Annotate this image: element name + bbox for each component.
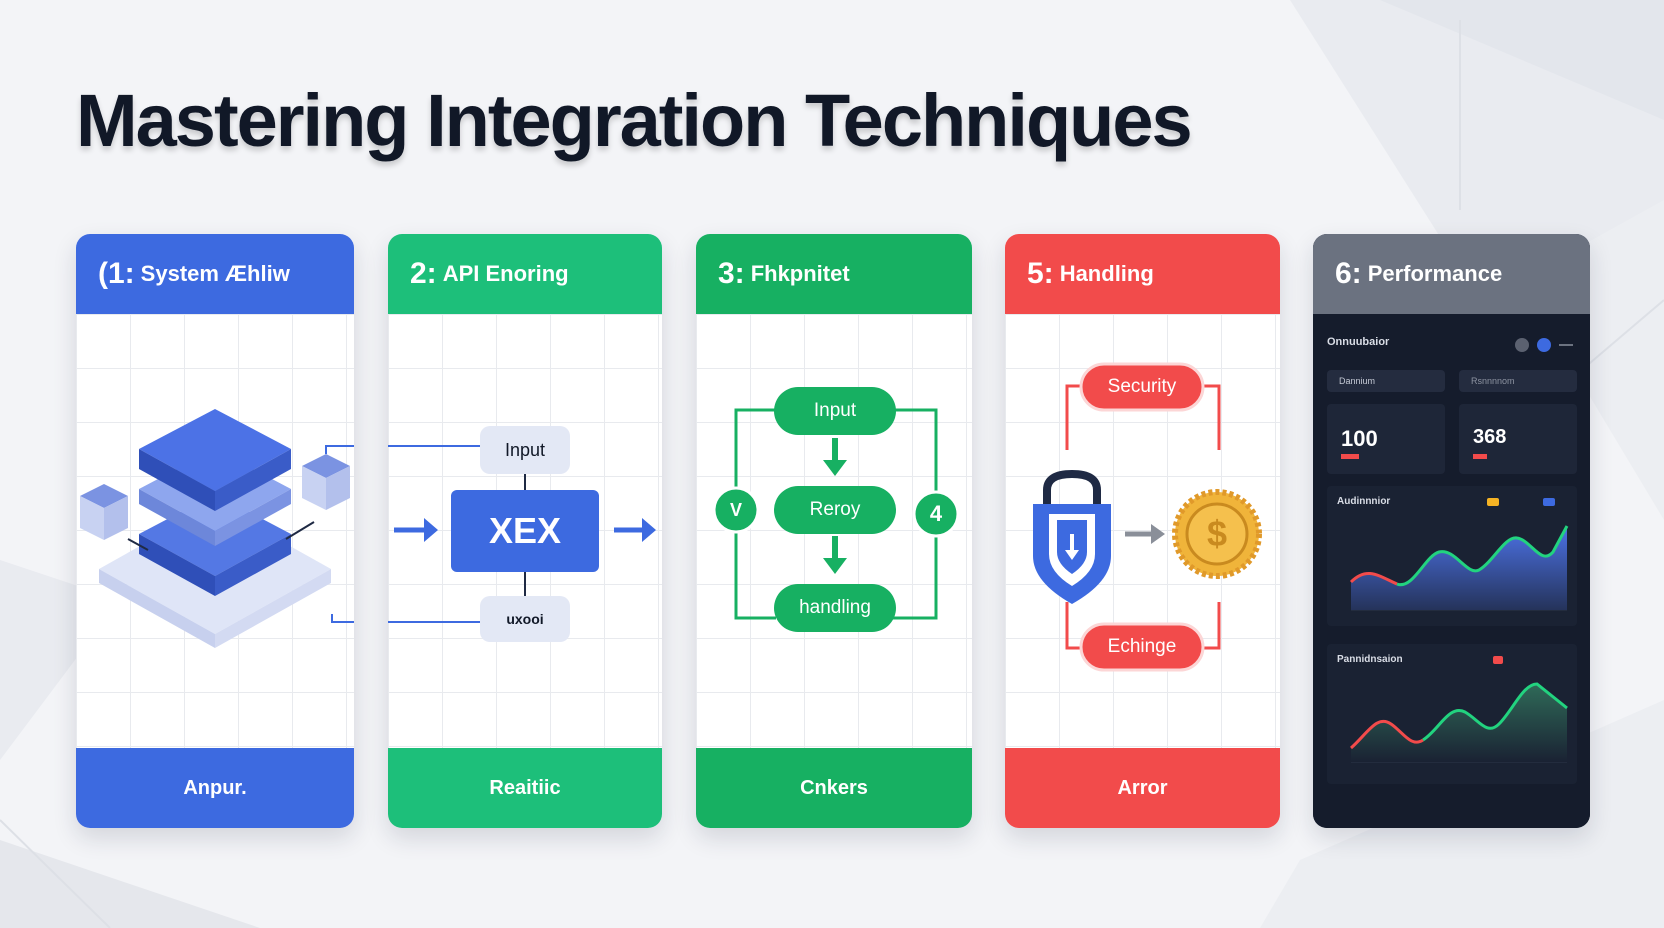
filter-label: Rsnnnnom	[1471, 376, 1515, 386]
card-header: 3: Fhkpnitet	[696, 234, 972, 314]
card-footer: Reaitiic	[388, 748, 662, 828]
flow-node-output: uxooi	[506, 611, 544, 627]
card-footer: Cnkers	[696, 748, 972, 828]
card-number: 5:	[1027, 257, 1054, 290]
filter-dropdown-2[interactable]: Rsnnnnom	[1459, 370, 1577, 392]
card-title: Performance	[1367, 261, 1503, 286]
card-header: (1: System Æhliw	[76, 234, 354, 314]
dashboard-header: Onnuubaior	[1327, 336, 1390, 348]
dashboard-status-icon[interactable]	[1537, 338, 1551, 352]
chart-panel-2: Pannidnsaion	[1327, 644, 1577, 784]
exchange-node: Echinge	[1107, 636, 1177, 657]
chart-title: Audinnnior	[1337, 496, 1391, 507]
api-flow-diagram	[388, 426, 656, 642]
arrow-down-icon	[823, 536, 847, 574]
card-system: (1: System Æhliw	[76, 234, 354, 828]
coin-dollar-icon: $	[1172, 489, 1262, 579]
card-body: Input Reroy handling V 4	[696, 314, 972, 748]
card-title: Fhkpnitet	[750, 261, 850, 286]
card-footer: Arror	[1005, 748, 1280, 828]
stat-value: 368	[1473, 426, 1507, 448]
pipeline-node-middle: Reroy	[809, 499, 861, 520]
card-header: 5: Handling	[1005, 234, 1280, 314]
svg-text:$: $	[1207, 513, 1227, 554]
card-performance: 6: Performance Onnuubaior Dannium Rsnnnn…	[1313, 234, 1590, 828]
card-header: 6: Performance	[1313, 234, 1590, 314]
legend-chip-blue	[1543, 498, 1555, 506]
number-badge-icon	[912, 490, 960, 538]
stat-card-2: 368	[1459, 404, 1577, 474]
card-number: (1:	[98, 257, 135, 290]
badge-left-label: V	[729, 499, 742, 520]
menu-icon[interactable]	[1559, 344, 1573, 346]
legend-chip-red	[1493, 656, 1503, 664]
flow-node-center: XEX	[488, 510, 562, 551]
card-body: $ Security Echinge	[1005, 314, 1280, 748]
line-chart	[1350, 682, 1568, 763]
card-number: 3:	[718, 257, 745, 290]
arrow-right-icon	[1125, 524, 1165, 544]
card-api: 2: API Enoring Input XEX uxooi Reait	[388, 234, 662, 828]
card-handling: 5: Handling	[1005, 234, 1280, 828]
card-title: System Æhliw	[140, 261, 290, 286]
arrow-right-icon	[614, 518, 656, 542]
chart-panel-1: Audinnnior	[1327, 486, 1577, 626]
page-title: Mastering Integration Techniques	[76, 79, 1193, 162]
arrow-right-icon	[394, 518, 438, 542]
chart-title: Pannidnsaion	[1337, 654, 1403, 665]
pipeline-diagram	[712, 387, 960, 632]
isometric-layer-stack-icon	[80, 409, 354, 648]
security-node: Security	[1107, 376, 1177, 397]
card-pipeline: 3: Fhkpnitet Input Reroy handling V 4 Cn…	[696, 234, 972, 828]
area-chart	[1349, 525, 1569, 611]
flow-node-input: Input	[504, 439, 546, 460]
arrow-down-icon	[823, 438, 847, 476]
pipeline-node-input: Input	[813, 400, 857, 421]
pipeline-node-bottom: handling	[799, 597, 871, 618]
card-footer: Anpur.	[76, 748, 354, 828]
card-body	[76, 314, 354, 748]
dashboard-avatar-icon[interactable]	[1515, 338, 1529, 352]
stat-trend-bar	[1473, 454, 1487, 459]
card-title: Handling	[1059, 261, 1154, 286]
handling-diagram: $	[1033, 362, 1262, 672]
card-number: 2:	[410, 257, 437, 290]
stat-value: 100	[1341, 426, 1378, 451]
stat-trend-bar	[1341, 454, 1359, 459]
filter-dropdown-1[interactable]: Dannium	[1327, 370, 1445, 392]
legend-chip-yellow	[1487, 498, 1499, 506]
card-number: 6:	[1335, 257, 1362, 290]
badge-right-label: 4	[929, 501, 943, 526]
dashboard-panel: Onnuubaior Dannium Rsnnnnom 100 368 Audi…	[1313, 314, 1590, 828]
filter-label: Dannium	[1339, 376, 1376, 386]
shield-lock-icon	[1033, 469, 1111, 604]
card-title: API Enoring	[442, 261, 569, 286]
check-badge-icon	[712, 486, 760, 534]
card-header: 2: API Enoring	[388, 234, 662, 314]
card-body: Input XEX uxooi	[388, 314, 662, 748]
stat-card-1: 100	[1327, 404, 1445, 474]
